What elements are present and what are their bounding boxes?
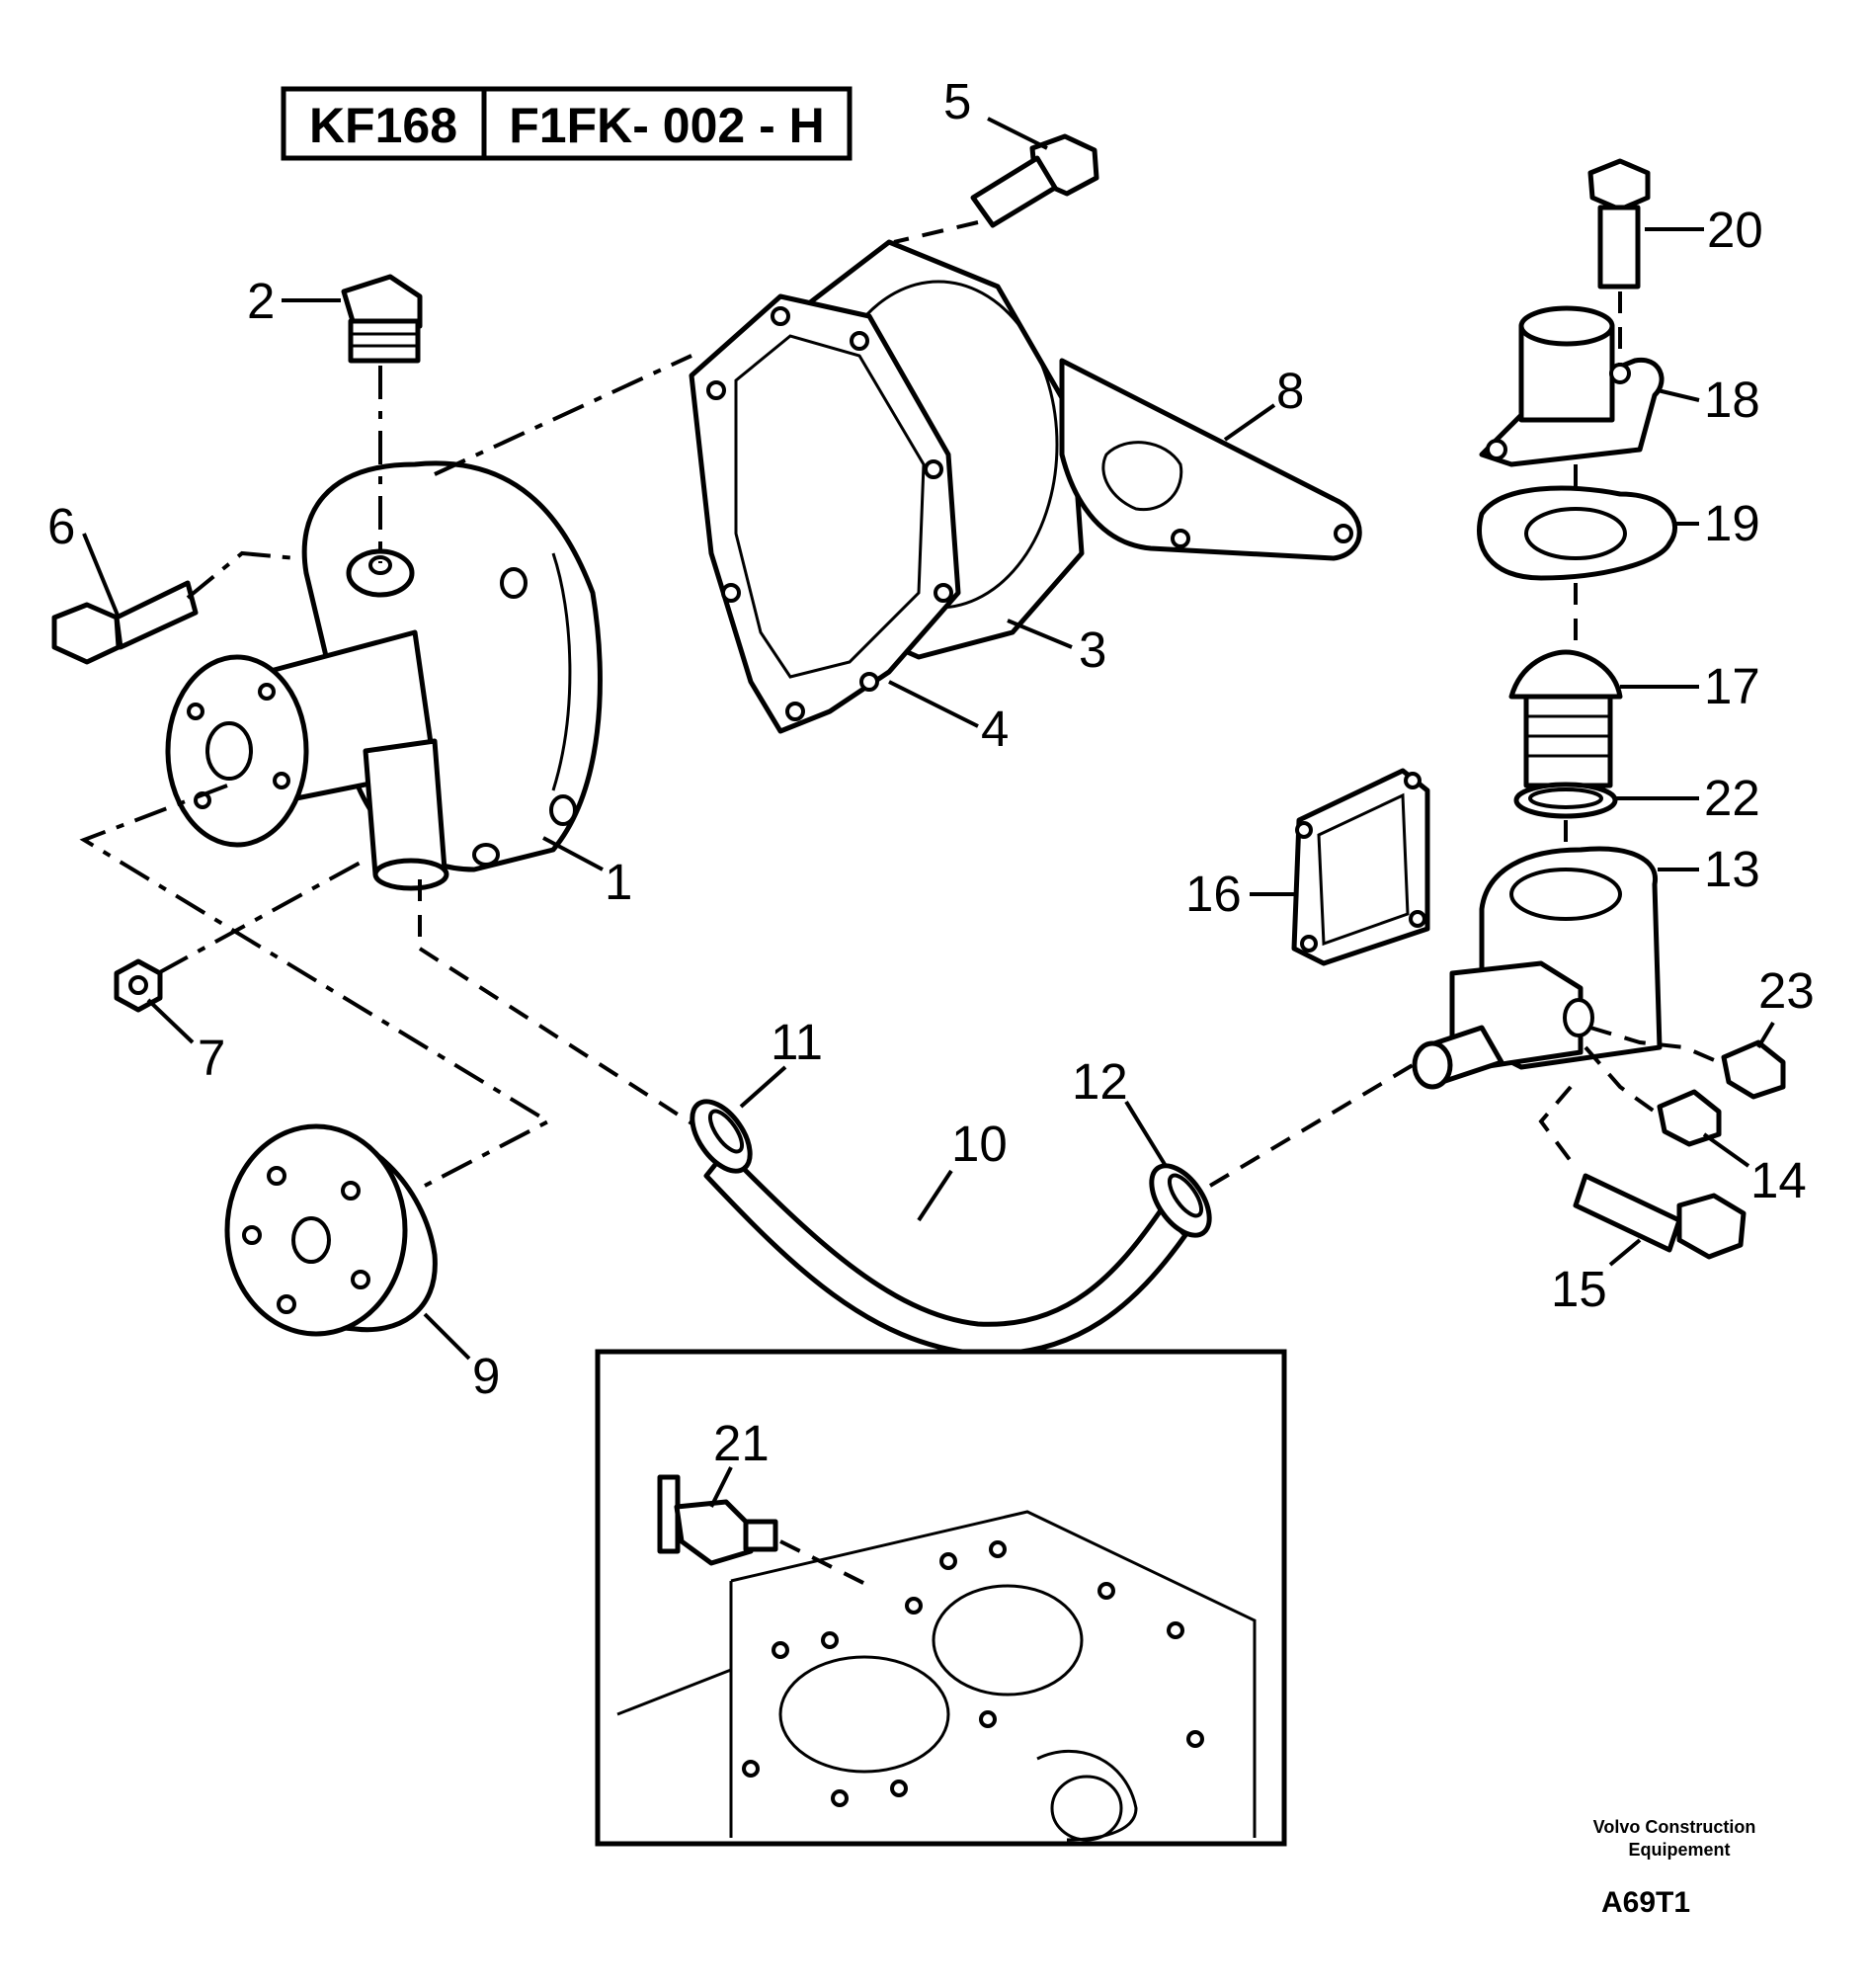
callout-11: 11 bbox=[771, 1014, 823, 1070]
plug bbox=[341, 274, 423, 364]
inset-panel bbox=[595, 1349, 1287, 1847]
thermostat-17 bbox=[1508, 649, 1623, 788]
callout-19: 19 bbox=[1704, 495, 1760, 551]
o-ring-22 bbox=[1513, 782, 1618, 819]
callout-18: 18 bbox=[1704, 372, 1760, 428]
drain-cock-21 bbox=[657, 1474, 778, 1566]
thermostat-housing-13 bbox=[1412, 846, 1663, 1090]
callout-1: 1 bbox=[605, 854, 632, 910]
footer: Volvo Construction Equipement A69T1 bbox=[1593, 1817, 1756, 1919]
leader-lines bbox=[82, 117, 1775, 1508]
callout-7: 7 bbox=[198, 1030, 225, 1086]
brand-line-2: Equipement bbox=[1628, 1840, 1730, 1860]
callout-16: 16 bbox=[1185, 866, 1242, 922]
figure-code: A69T1 bbox=[1601, 1886, 1690, 1919]
callout-4: 4 bbox=[981, 701, 1009, 757]
bolt-20 bbox=[1587, 158, 1651, 290]
plug-23 bbox=[1721, 1039, 1786, 1100]
plug-14 bbox=[1657, 1089, 1722, 1147]
bolt-5 bbox=[970, 133, 1099, 228]
bolt-6 bbox=[51, 580, 199, 665]
pulley-9 bbox=[224, 1123, 438, 1337]
clamp-12 bbox=[1149, 1163, 1212, 1238]
callout-10: 10 bbox=[951, 1116, 1008, 1172]
gasket-19 bbox=[1477, 485, 1677, 581]
callout-3: 3 bbox=[1079, 621, 1106, 678]
callout-2: 2 bbox=[247, 273, 275, 329]
callout-6: 6 bbox=[47, 498, 75, 554]
figure-id: F1FK- 002 - H bbox=[509, 98, 825, 153]
callout-20: 20 bbox=[1707, 202, 1763, 258]
water-pump-housing bbox=[165, 460, 603, 891]
callout-23: 23 bbox=[1758, 962, 1815, 1019]
callout-14: 14 bbox=[1750, 1152, 1807, 1208]
gasket-16 bbox=[1291, 768, 1430, 966]
reference-code: KF168 bbox=[309, 98, 457, 153]
callout-21: 21 bbox=[713, 1415, 770, 1471]
callout-12: 12 bbox=[1072, 1053, 1128, 1110]
callouts: 1 2 3 4 5 6 7 8 9 10 11 12 13 14 15 16 1… bbox=[47, 73, 1815, 1471]
bracket-8 bbox=[1059, 358, 1362, 561]
bolt-15 bbox=[1573, 1173, 1747, 1260]
clamp-11 bbox=[690, 1099, 753, 1174]
reference-box: KF168 F1FK- 002 - H bbox=[281, 86, 853, 161]
brand-line-1: Volvo Construction bbox=[1593, 1817, 1756, 1837]
callout-13: 13 bbox=[1704, 841, 1760, 897]
callout-22: 22 bbox=[1704, 770, 1760, 826]
thermostat-cover-18 bbox=[1479, 305, 1665, 467]
callout-5: 5 bbox=[943, 73, 971, 129]
gasket-4 bbox=[689, 293, 961, 734]
nut-7 bbox=[114, 958, 163, 1013]
callout-17: 17 bbox=[1704, 658, 1760, 714]
callout-15: 15 bbox=[1551, 1261, 1607, 1317]
callout-8: 8 bbox=[1276, 363, 1304, 419]
callout-9: 9 bbox=[472, 1348, 500, 1404]
